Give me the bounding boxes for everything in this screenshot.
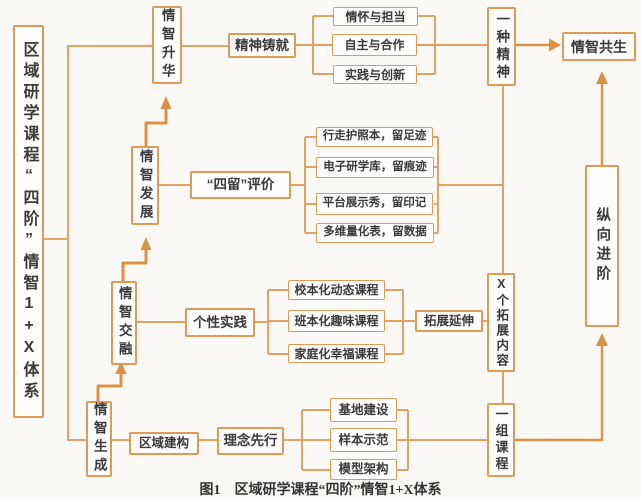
stage-fazhan-label: 情智发展 bbox=[137, 148, 153, 223]
stage-jiaorong-label: 情智交融 bbox=[116, 286, 132, 360]
system-title-box: 区域研学课程“四阶”情智1+X体系 bbox=[13, 25, 44, 418]
bracket-right-courses bbox=[385, 289, 487, 355]
bracket-left-region bbox=[112, 409, 330, 471]
node-quyu-jiangou: 区域建构 bbox=[129, 432, 199, 455]
arrowhead-right-icon bbox=[549, 38, 561, 52]
node-yizu-kecheng-label: 一组课程 bbox=[493, 407, 509, 473]
bracket-right-spirit bbox=[417, 15, 487, 75]
stage-shengcheng-label: 情智生成 bbox=[91, 402, 107, 476]
arrowhead-up-icon bbox=[140, 237, 152, 250]
stage-jiaorong-box: 情智交融 bbox=[111, 281, 137, 365]
node-yizu-kecheng: 一组课程 bbox=[487, 403, 515, 477]
plain-connectors bbox=[44, 15, 504, 471]
arrowhead-up-icon bbox=[115, 361, 127, 374]
arrow-jiaorong-to-fazhan-line bbox=[121, 248, 148, 283]
stage-step-arrows bbox=[96, 107, 168, 403]
node-dianzi-yanxueku: 电子研学库，留痕迹 bbox=[316, 157, 434, 178]
node-x-tuozhan-neirong: X个拓展内容 bbox=[487, 273, 515, 372]
node-tuozhan-yanshen: 拓展延伸 bbox=[415, 310, 483, 332]
bracket-right-region bbox=[397, 409, 487, 471]
node-jidi-jianshe: 基地建设 bbox=[330, 398, 397, 422]
bracket-left-courses bbox=[137, 289, 288, 355]
arrowhead-up-icon bbox=[160, 96, 172, 109]
node-qinghuai-dandang: 情怀与担当 bbox=[333, 7, 418, 26]
node-duowei-lianghuabiao: 多维量化表，留数据 bbox=[316, 223, 434, 243]
stage-shenghua-box: 情智升华 bbox=[152, 6, 182, 84]
stage-fazhan-box: 情智发展 bbox=[131, 146, 159, 225]
node-jiating-kecheng: 家庭化幸福课程 bbox=[288, 344, 385, 363]
node-shijian-chuangxin: 实践与创新 bbox=[333, 65, 417, 84]
node-siliu-pingjia: “四留”评价 bbox=[190, 171, 291, 199]
node-zongxiang-jinjie-label: 纵向进阶 bbox=[594, 207, 611, 285]
stage-shenghua-label: 情智升华 bbox=[159, 8, 175, 82]
arrowhead-up-icon bbox=[596, 333, 608, 346]
bracket-left-siliu bbox=[159, 136, 316, 234]
system-title-text: 区域研学课程“四阶”情智1+X体系 bbox=[20, 40, 38, 403]
node-qingzhi-gongsheng: 情智共生 bbox=[562, 32, 636, 61]
figure-caption: 图1 区域研学课程“四阶”情智1+X体系 bbox=[199, 483, 442, 498]
node-banben-kecheng: 班本化趣味课程 bbox=[288, 310, 385, 332]
stage-shengcheng-box: 情智生成 bbox=[86, 401, 112, 477]
node-linian-xianxing: 理念先行 bbox=[217, 427, 284, 455]
arrow-fazhan-to-shenghua-line bbox=[144, 107, 168, 148]
node-zizhu-hezuo: 自主与合作 bbox=[332, 34, 417, 56]
node-x-tuozhan-neirong-label: X个拓展内容 bbox=[494, 276, 509, 369]
node-yizhong-jingshen-label: 一种精神 bbox=[494, 11, 510, 82]
node-pingtai-zhanshixiu: 平台展示秀，留印记 bbox=[316, 193, 433, 215]
bracket-right-siliu bbox=[433, 136, 503, 234]
node-moxing-jiagou: 模型架构 bbox=[330, 459, 397, 480]
node-jingshen-zhujiu: 精神铸就 bbox=[228, 33, 296, 58]
arrow-courses-to-progression-line bbox=[513, 344, 604, 442]
node-zongxiang-jinjie: 纵向进阶 bbox=[585, 165, 619, 327]
node-xingzou-huzhaoben: 行走护照本，留足迹 bbox=[316, 127, 433, 147]
node-gexing-shijian: 个性实践 bbox=[185, 308, 255, 337]
arrowheads bbox=[549, 38, 608, 346]
step-arrowheads bbox=[115, 96, 172, 374]
bracket-left-spirit bbox=[296, 15, 333, 75]
flow-arrows bbox=[513, 43, 604, 442]
line-trunk bbox=[67, 45, 152, 441]
node-xiaoben-kecheng: 校本化动态课程 bbox=[288, 280, 385, 300]
arrow-shengcheng-to-jiaorong-line bbox=[96, 372, 123, 403]
node-yangben-shifan: 样本示范 bbox=[330, 428, 397, 452]
node-yizhong-jingshen: 一种精神 bbox=[487, 7, 516, 86]
arrowhead-up-icon bbox=[596, 71, 608, 84]
